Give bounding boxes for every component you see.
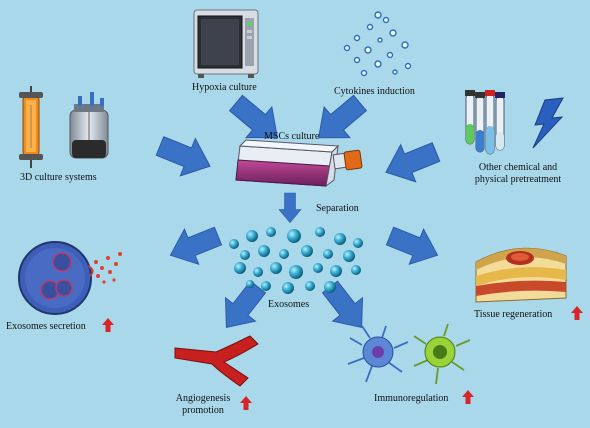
red-up-arrow bbox=[102, 318, 114, 332]
label-immunoregulation: Immunoregulation bbox=[374, 393, 449, 404]
exosome-bubbles-icon bbox=[229, 227, 363, 294]
label-mscs-culture: MSCs culture bbox=[264, 131, 320, 142]
label-chemical-line2: physical pretreatment bbox=[474, 174, 562, 185]
arrow-to-tissue bbox=[382, 217, 446, 274]
label-separation: Separation bbox=[316, 203, 359, 214]
bioreactor-icon bbox=[19, 86, 109, 168]
immune-cells-icon bbox=[347, 323, 471, 385]
hypoxia-incubator-icon bbox=[193, 9, 259, 78]
arrow-msc-to-exosomes bbox=[278, 192, 302, 223]
cytokine-particles-icon bbox=[343, 11, 412, 77]
arrow-chemical-to-msc bbox=[377, 132, 444, 192]
label-angiogenesis-line2: promotion bbox=[182, 405, 224, 416]
arrow-to-secretion bbox=[162, 217, 226, 274]
label-tissue-regeneration: Tissue regeneration bbox=[474, 309, 553, 320]
label-angiogenesis-line1: Angiogenesis bbox=[175, 393, 231, 404]
label-cytokines-induction: Cytokines induction bbox=[334, 86, 415, 97]
label-exosomes: Exosomes bbox=[268, 299, 310, 310]
arrow-3d-to-msc bbox=[152, 126, 219, 186]
tissue-section-icon bbox=[475, 247, 567, 303]
label-chemical-line1: Other chemical and bbox=[478, 162, 558, 173]
label-chemical-pretreatment: Other chemical and physical pretreatment bbox=[458, 162, 578, 186]
test-tubes-icon bbox=[465, 90, 505, 155]
label-hypoxia-culture: Hypoxia culture bbox=[192, 82, 257, 93]
red-up-arrow bbox=[571, 306, 583, 320]
blood-vessel-icon bbox=[174, 335, 259, 387]
culture-flask-icon bbox=[235, 139, 363, 188]
label-3d-culture: 3D culture systems bbox=[20, 172, 97, 183]
red-up-arrow bbox=[240, 396, 252, 410]
arrow-to-immunoregulation bbox=[314, 274, 378, 340]
secreting-cell-icon bbox=[18, 241, 122, 315]
red-up-arrow bbox=[462, 390, 474, 404]
lightning-icon bbox=[532, 97, 564, 149]
label-angiogenesis: Angiogenesis promotion bbox=[170, 393, 236, 417]
label-exosomes-secretion: Exosomes secretion bbox=[6, 321, 86, 332]
